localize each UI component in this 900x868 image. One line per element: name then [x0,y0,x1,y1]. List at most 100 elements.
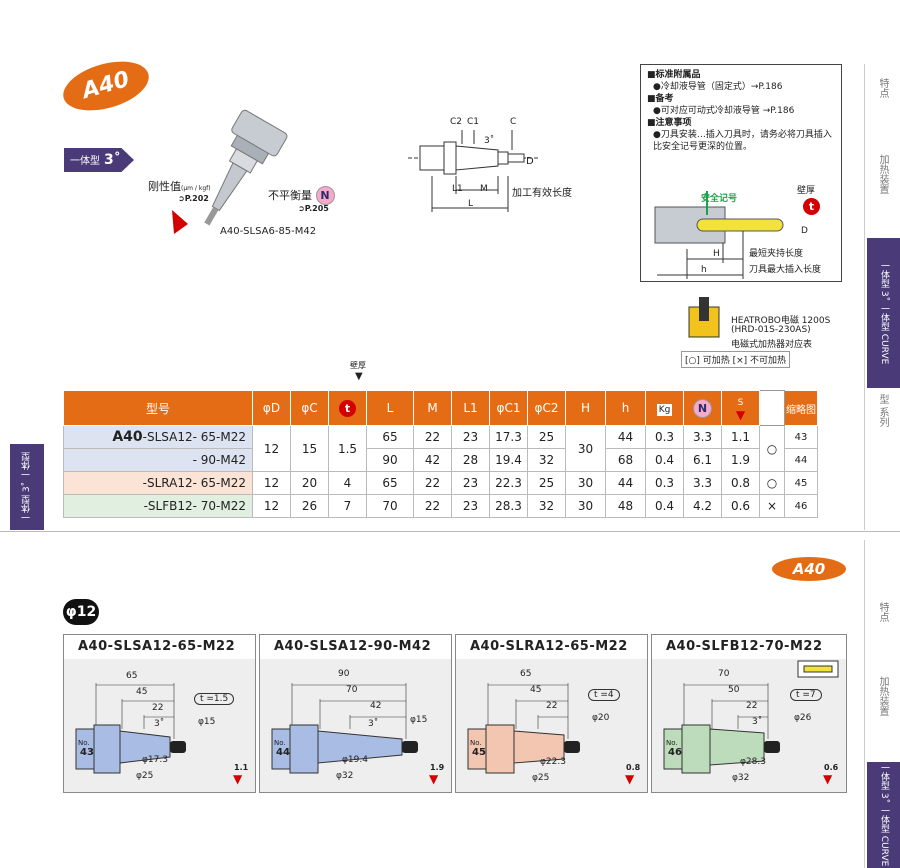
mini-insert-icon [803,665,833,673]
col-s: S▼ [721,390,760,426]
col-n: N [683,390,722,426]
right-sidebar-bottom: 特点 加热装置 一体型 3˚ 一体型 CURVE [864,540,900,868]
t-value: t =1.5 [194,693,235,705]
holder-drawing [467,683,580,774]
col-c1: φC1 [489,390,528,426]
type-tag: 一体型 3˚ [64,148,134,172]
spec-table: 型号 φD φC t L M L1 φC1 φC2 H h Kg N S▼ 缩略… [63,390,818,518]
s-down-arrow-icon: ▼ [429,772,439,786]
page-divider [0,531,900,532]
max-insert-label: 刀具最大插入长度 [749,265,822,275]
col-l: L [366,390,414,426]
col-heat [759,390,785,426]
t-icon: t [803,198,820,215]
right-sidebar-top: 特点 加热装置 一体型 3˚ 一体型 CURVE 型 系列 [864,64,900,530]
col-c2: φC2 [527,390,566,426]
col-kg: Kg [645,390,684,426]
sidebar-item-heater[interactable]: 加热装置 [877,676,888,716]
remark-item: ●可对应可动式冷却液导管 →P.186 [653,106,795,116]
t-value: t =7 [790,689,822,701]
sidebar-item-series[interactable]: 型 系列 [877,394,888,428]
col-model: 型号 [63,390,253,426]
remark-title: ■备考 [647,94,674,104]
series-badge-lower: A40 [772,557,846,581]
card-no: 44 [276,747,290,758]
thumb-link[interactable]: 43 [784,425,818,449]
col-H: H [565,390,606,426]
s-arrow-icon [172,210,188,234]
wall-note: 壁厚 [350,361,366,370]
col-t: t [328,390,367,426]
holder-drawing [75,683,186,774]
s-down-arrow-icon: ▼ [625,772,635,786]
col-thumb: 缩略图 [784,390,818,426]
caution-title: ■注意事项 [647,118,692,128]
product-card[interactable]: A40-SLSA12-65-M22 65 45 22 t =1.5 3˚ φ15… [63,634,256,793]
s-down-arrow-icon: ▼ [735,408,746,422]
H-label: H [713,249,720,259]
sidebar-item-features[interactable]: 特点 [877,78,888,98]
product-caption: A40-SLSA6-85-M42 [220,226,317,237]
rigidity-ref[interactable]: ➲P.202 [178,194,209,203]
holder-drawing [663,660,839,774]
heater-icon [688,297,720,338]
product-card[interactable]: A40-SLSA12-90-M42 90 70 42 3˚ φ15 No. 44… [259,634,452,793]
left-tab[interactable]: 一体型 3˚ 一体型 CURVE [10,444,66,530]
wall-thickness-label: 壁厚 [797,186,816,196]
product-card[interactable]: A40-SLFB12-70-M22 70 50 22 t =7 3˚ φ26 N… [651,634,847,793]
card-body: 65 45 22 t =1.5 3˚ φ15 No. 43 φ17.3 φ25 … [64,659,255,792]
card-title: A40-SLSA12-65-M22 [78,639,236,654]
label-c2: C2 [450,117,463,127]
balance-label: 不平衡量 [268,189,312,202]
sidebar-item-3deg[interactable]: 一体型 3˚ 一体型 CURVE [867,762,900,868]
card-body: 70 50 22 t =7 3˚ φ26 No. 46 φ28.3 φ32 0.… [652,659,846,792]
thumb-link[interactable]: 44 [784,448,818,472]
series-badge: A40 [57,52,155,120]
label-m: M [480,184,488,194]
sidebar-item-3deg[interactable]: 一体型 3˚ 一体型 CURVE [867,238,900,388]
dimension-drawing [408,130,538,212]
col-l1: L1 [451,390,490,426]
col-c: φC [290,390,329,426]
table-row: -SLFB12- 70-M22 12 26 7 70 22 23 28.3 32… [63,494,818,518]
table-header-row: 型号 φD φC t L M L1 φC1 φC2 H h Kg N S▼ 缩略… [63,390,818,426]
n-col-icon: N [693,398,712,418]
sidebar-item-heater[interactable]: 加热装置 [877,154,888,194]
product-card[interactable]: A40-SLRA12-65-M22 65 45 22 t =4 φ20 No. … [455,634,648,793]
safety-mark: 安全记号 [701,194,738,204]
d-label: D [801,226,808,236]
card-body: 65 45 22 t =4 φ20 No. 45 φ22.3 φ25 0.8 ▼ [456,659,647,792]
balance-ref[interactable]: ➲P.205 [298,204,329,213]
label-effective: 加工有效长度 [512,188,572,199]
kg-weight-icon: Kg [656,404,673,416]
h-label: h [701,265,707,275]
heat-legend: [○] 可加热 [×] 不可加热 [681,351,791,368]
type-label: 一体型 [70,156,100,167]
std-title: ■标准附属品 [647,70,701,80]
heatrobo-block: HEATROBO电磁 1200S (HRD-01S-230AS) 电磁式加热器对… [681,297,837,368]
col-h: h [605,390,646,426]
t-value: t =4 [588,689,620,701]
card-title: A40-SLRA12-65-M22 [470,639,628,654]
heat-line1: HEATROBO电磁 1200S [731,316,831,326]
min-clamp-label: 最短夹持长度 [749,249,804,259]
card-title: A40-SLFB12-70-M22 [666,639,823,654]
heat-line3: 电磁式加热器对应表 [731,340,813,350]
thumb-link[interactable]: 45 [784,471,818,495]
t-col-icon: t [339,399,356,417]
rigidity-unit: (μm / kgf) [181,185,211,192]
thumb-link[interactable]: 46 [784,494,818,518]
sidebar-item-features[interactable]: 特点 [877,602,888,622]
card-no: 46 [668,747,682,758]
type-angle: 3˚ [104,152,121,168]
col-m: M [413,390,452,426]
table-row: - 90-M42 90 42 28 19.4 32 68 0.4 6.1 1.9… [63,448,818,472]
label-c: C [510,117,517,127]
s-down-arrow-icon: ▼ [823,772,833,786]
wall-note-arrow-icon: ▼ [355,371,363,382]
label-c1: C1 [467,117,480,127]
insertion-diagram [654,191,784,279]
std-item: ●冷却液导管（固定式）→P.186 [653,82,783,92]
label-d: D [526,156,534,167]
holder-drawing [271,683,418,774]
